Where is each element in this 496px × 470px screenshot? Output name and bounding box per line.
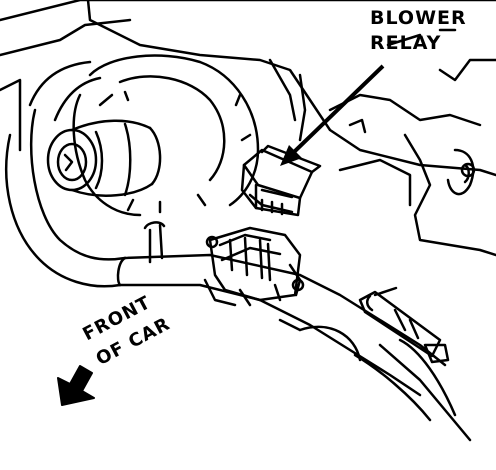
blower-relay-label: BLOWER RELAY [370, 6, 467, 56]
harness-connector [358, 286, 450, 364]
front-of-car-arrow [57, 365, 95, 406]
blower-relay-label-line1: BLOWER [370, 7, 467, 29]
blower-relay [240, 144, 322, 217]
blower-motor [46, 119, 162, 197]
wiring-harness [116, 221, 472, 442]
blower-motor-housing [72, 54, 260, 217]
relay-bracket [203, 226, 305, 307]
callout-leader-arrow [280, 64, 385, 166]
blower-relay-label-line2: RELAY [370, 32, 442, 54]
dashboard-panel [0, 0, 496, 257]
air-hose [5, 60, 127, 288]
